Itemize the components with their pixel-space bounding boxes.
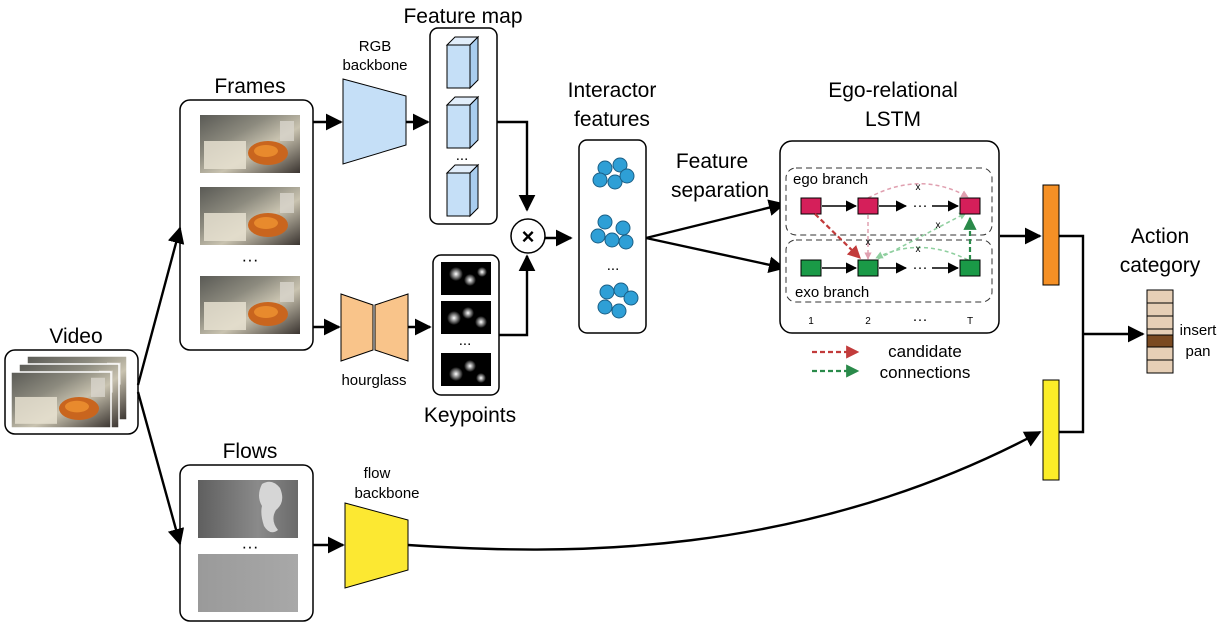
exo-node	[959, 259, 981, 277]
interactor-cluster	[597, 282, 639, 319]
flow-thumbnail	[198, 480, 298, 538]
flows-block: Flows ···	[179, 440, 314, 622]
frames-block: Frames ···	[179, 75, 314, 351]
frame-thumbnail	[200, 187, 300, 245]
interactor-cluster	[590, 214, 634, 250]
selected-connection-ego-to-exo	[814, 213, 861, 259]
interactor-features-block: Interactor features ...	[568, 79, 657, 334]
feature-cube	[445, 95, 480, 150]
multiply-symbol: ×	[522, 224, 535, 249]
interactor-ellipsis: ...	[607, 257, 620, 274]
feature-cube	[445, 163, 480, 218]
ego-branch-region	[785, 167, 993, 236]
ego-relational-lstm: Ego-relational LSTM ego branch exo branc…	[779, 79, 1000, 334]
keypoints-ellipsis: ...	[459, 332, 472, 349]
keypoints-label: Keypoints	[424, 404, 516, 427]
flows-label: Flows	[223, 440, 278, 463]
selected-category-cell	[1146, 334, 1174, 348]
exo-node	[857, 259, 879, 277]
ego-branch-label: ego branch	[793, 171, 868, 188]
time-index: 1	[808, 316, 814, 327]
cross-mark: x	[916, 182, 921, 193]
legend-label-line2: connections	[880, 363, 971, 382]
video-block: Video	[4, 325, 139, 435]
keypoint-heatmap	[441, 353, 491, 386]
flow-backbone-trapezoid	[344, 502, 409, 589]
keypoint-heatmap	[441, 301, 491, 334]
category-distribution	[1146, 289, 1174, 374]
feature-map-block: Feature map ...	[403, 5, 523, 225]
legend-label-line1: candidate	[888, 342, 962, 361]
hourglass-encoder	[340, 293, 374, 362]
keypoints-block: ... Keypoints	[424, 254, 516, 427]
interactor-label-line2: features	[574, 108, 650, 131]
rgb-backbone: RGB backbone	[342, 38, 408, 165]
flow-stream-feature-bar	[1042, 379, 1060, 481]
action-category-label-line1: Action	[1131, 225, 1189, 248]
legend: candidate connections	[812, 342, 970, 382]
feature-map-ellipsis: ...	[456, 147, 469, 164]
flows-ellipsis: ···	[242, 537, 259, 556]
hourglass-decoder	[374, 293, 409, 362]
video-label: Video	[49, 325, 102, 348]
ego-node	[959, 197, 981, 215]
rgb-backbone-trapezoid	[342, 78, 407, 165]
exo-ellipsis: ···	[913, 259, 928, 276]
fusion-bracket	[1059, 234, 1085, 434]
flow-backbone: flow backbone	[344, 465, 420, 589]
frames-label: Frames	[214, 75, 285, 98]
arrow-to-exo-branch	[645, 236, 786, 273]
multiply-node: ×	[510, 218, 546, 254]
video-frame-stack	[10, 355, 128, 429]
frame-thumbnail	[200, 276, 300, 334]
exo-node	[800, 259, 822, 277]
hourglass-network: hourglass	[340, 293, 409, 389]
time-index: 2	[865, 316, 871, 327]
predicted-action-line1: insert	[1180, 322, 1218, 339]
candidate-arc-exo	[875, 246, 969, 261]
arrow-video-to-frames	[136, 226, 185, 386]
lstm-label-line2: LSTM	[865, 108, 921, 131]
hourglass-label: hourglass	[341, 372, 406, 389]
exo-branch-label: exo branch	[795, 284, 869, 301]
interactor-label-line1: Interactor	[568, 79, 657, 102]
arrow-keypoints-to-multiply	[499, 254, 536, 337]
rgb-stream-feature-bar	[1042, 184, 1060, 286]
keypoint-heatmap	[441, 262, 491, 295]
ego-node	[857, 197, 879, 215]
feature-separation-label-line2: separation	[671, 179, 769, 202]
frames-ellipsis: ···	[242, 250, 259, 269]
action-category-block: Action category insert pan	[1120, 225, 1218, 374]
time-index-ellipsis: ···	[913, 311, 928, 328]
flow-backbone-label-line1: flow	[364, 465, 391, 482]
frame-thumbnail	[200, 115, 300, 173]
arrow-to-ego-branch	[645, 199, 786, 240]
feature-separation-label-line1: Feature	[676, 150, 748, 173]
cross-mark: x	[916, 244, 921, 255]
time-index: T	[967, 316, 973, 327]
arrow-featuremap-to-multiply	[497, 120, 536, 212]
lstm-box	[779, 140, 1000, 334]
rgb-backbone-label-line1: RGB	[359, 38, 392, 55]
flow-thumbnail	[198, 554, 298, 612]
exo-branch-region	[785, 239, 993, 303]
rgb-backbone-label-line2: backbone	[342, 57, 407, 74]
interactor-cluster	[592, 157, 635, 190]
flow-backbone-label-line2: backbone	[354, 485, 419, 502]
feature-cube	[445, 35, 480, 90]
arrow-video-to-flows	[136, 391, 185, 546]
arrow-flow-backbone-to-flow-feature	[407, 430, 1042, 551]
feature-map-label: Feature map	[403, 5, 522, 28]
ego-node	[800, 197, 822, 215]
cross-mark: x	[936, 220, 941, 231]
ego-ellipsis: ···	[913, 197, 928, 214]
predicted-action-line2: pan	[1185, 343, 1210, 360]
lstm-label-line1: Ego-relational	[828, 79, 958, 102]
candidate-arc-ego	[867, 183, 969, 199]
action-category-label-line2: category	[1120, 254, 1201, 277]
cross-mark: x	[866, 237, 871, 248]
